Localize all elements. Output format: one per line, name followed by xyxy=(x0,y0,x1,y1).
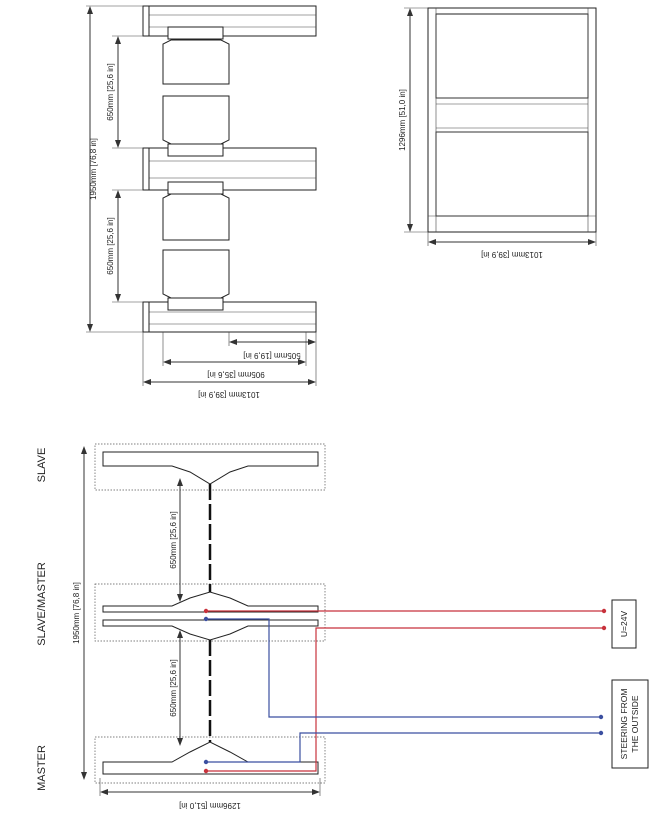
plate-1 xyxy=(162,39,230,85)
master-outline xyxy=(94,736,326,784)
power-terminal-1 xyxy=(203,608,209,614)
dim-width-right: 1013mm [39,9 in] xyxy=(427,232,597,259)
top-right-view: 1296mm [51,0 in] 1013mm [39,9 in] xyxy=(398,7,597,259)
dim-width-905-label: 905mm [35,6 in] xyxy=(207,370,264,379)
dim-lower-spacing-bottom: 650mm [25,6 in] xyxy=(169,630,183,746)
dim-width-bottom: 1296mm [51,0 in] xyxy=(99,778,321,810)
dim-total-height-top: 1950mm [76,8 in] xyxy=(86,5,143,333)
steering-label-line2: THE OUTSIDE xyxy=(630,695,640,752)
bottom-view: SLAVE SLAVE/MASTER MASTER 1950mm [76,8 i… xyxy=(36,443,649,810)
power-wire-lower xyxy=(206,627,604,772)
steering-terminal-3 xyxy=(203,759,209,765)
label-master: MASTER xyxy=(36,745,48,791)
power-terminal-3 xyxy=(203,768,209,774)
dim-widths-top: 505mm [19,9 in] 905mm [35,6 in] 1013mm [… xyxy=(142,332,317,399)
power-supply-box: U=24V xyxy=(611,599,637,649)
dim-upper-spacing-bottom: 650mm [25,6 in] xyxy=(169,478,183,602)
steering-terminal-4 xyxy=(598,730,604,736)
dim-lower-spacing-top: 650mm [25,6 in] xyxy=(106,189,143,303)
dim-lower-spacing-bottom-label: 650mm [25,6 in] xyxy=(169,659,178,716)
dim-total-height-bottom: 1950mm [76,8 in] xyxy=(72,446,87,780)
middle-crossbar xyxy=(142,143,317,195)
upper-crossbar xyxy=(142,5,317,40)
label-slave: SLAVE xyxy=(36,448,48,483)
dim-lower-spacing-label: 650mm [25,6 in] xyxy=(106,217,115,274)
dim-width-1013-label: 1013mm [39,9 in] xyxy=(198,390,260,399)
dim-total-height-label: 1950mm [76,8 in] xyxy=(89,138,98,200)
label-slave-master: SLAVE/MASTER xyxy=(36,562,48,646)
top-left-view: 1950mm [76,8 in] 650mm [25,6 in] 650mm [… xyxy=(86,5,317,399)
power-terminal-2 xyxy=(601,608,607,614)
slave-master-module-top xyxy=(102,591,319,613)
power-terminal-4 xyxy=(601,625,607,631)
steering-wire-upper xyxy=(206,618,601,718)
steering-label-line1: STEERING FROM xyxy=(619,689,629,760)
power-supply-label: U=24V xyxy=(619,611,629,638)
dim-height-right: 1296mm [51,0 in] xyxy=(398,7,428,233)
steering-wire-lower xyxy=(206,732,601,763)
plate-2 xyxy=(162,95,230,145)
dim-width-505-label: 505mm [19,9 in] xyxy=(243,351,300,360)
dim-upper-spacing-bottom-label: 650mm [25,6 in] xyxy=(169,511,178,568)
dim-width-bottom-label: 1296mm [51,0 in] xyxy=(179,801,241,810)
dim-upper-spacing-label: 650mm [25,6 in] xyxy=(106,63,115,120)
dim-height-right-label: 1296mm [51,0 in] xyxy=(398,89,407,151)
steering-box: STEERING FROM THE OUTSIDE xyxy=(611,679,649,769)
plate-4 xyxy=(162,249,230,299)
lower-crossbar xyxy=(142,297,317,333)
steering-terminal-1 xyxy=(203,616,209,622)
plate-3 xyxy=(162,193,230,241)
dim-total-height-bottom-label: 1950mm [76,8 in] xyxy=(72,582,81,644)
dim-width-right-label: 1013mm [39,9 in] xyxy=(481,250,543,259)
slave-module xyxy=(102,451,319,485)
slave-master-module-bottom xyxy=(102,619,319,641)
steering-terminal-2 xyxy=(598,714,604,720)
dim-upper-spacing-top: 650mm [25,6 in] xyxy=(106,35,143,149)
master-module xyxy=(102,741,319,775)
wiring xyxy=(203,608,607,774)
